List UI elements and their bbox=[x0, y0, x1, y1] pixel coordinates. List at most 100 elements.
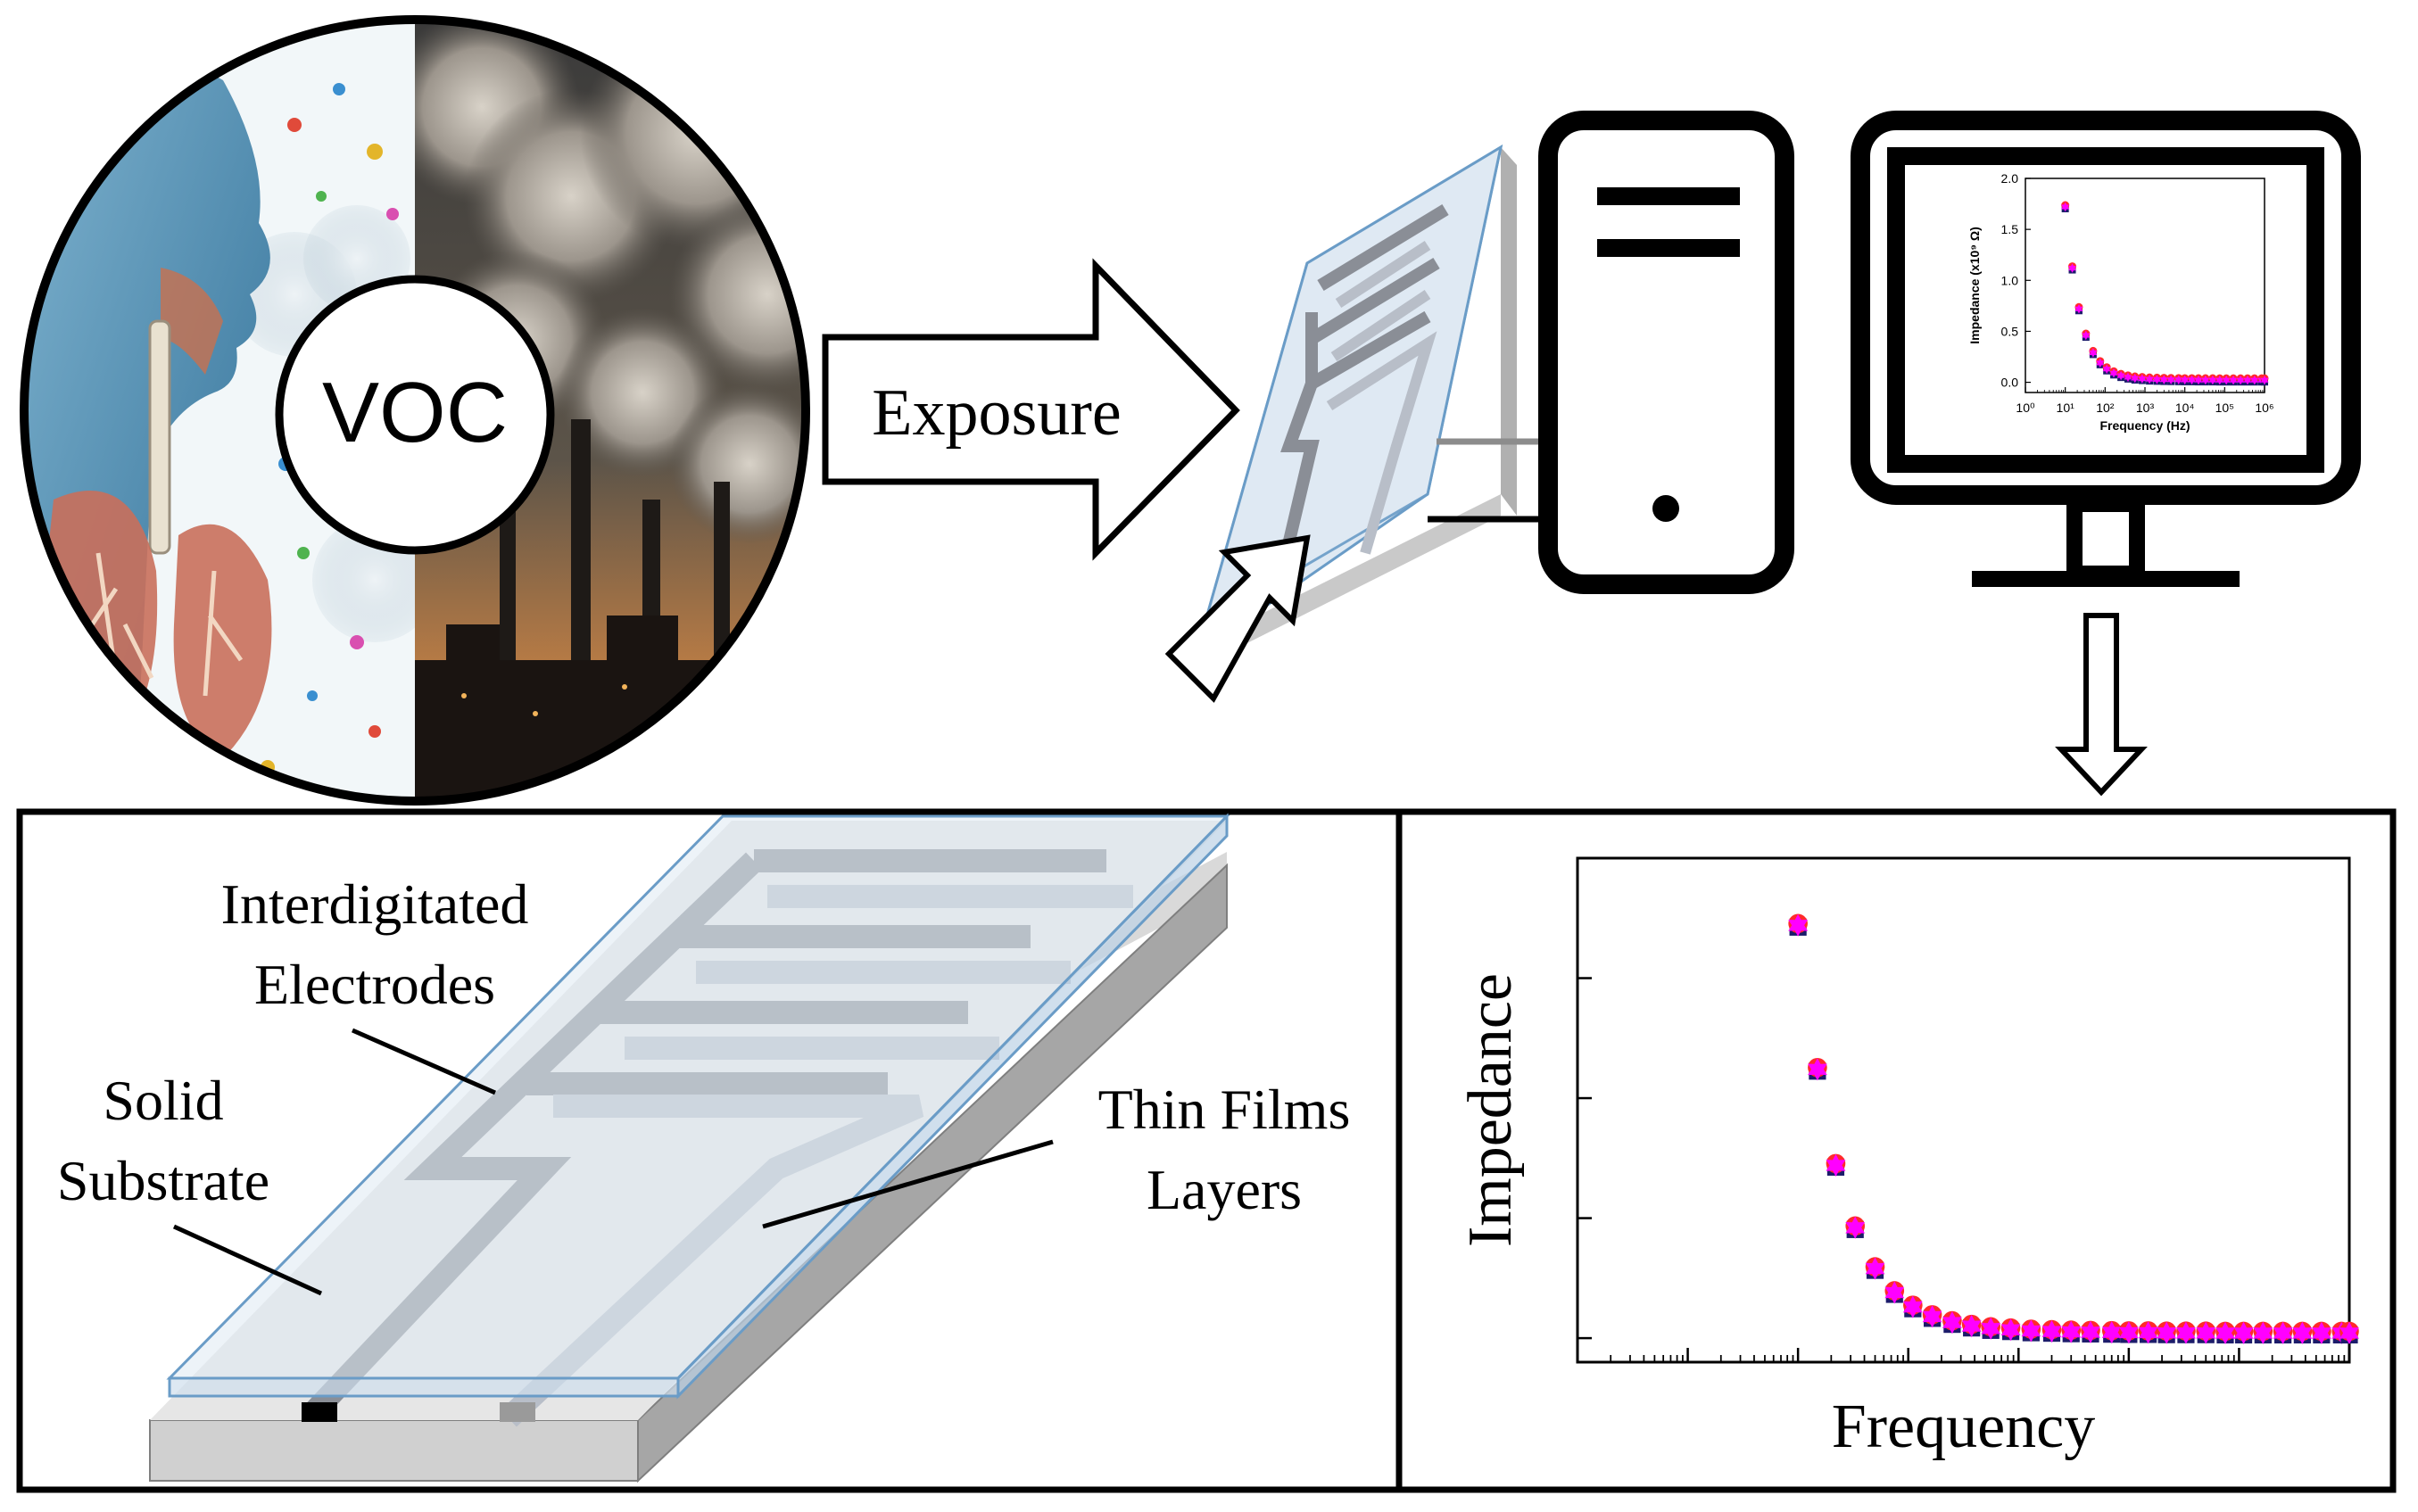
data-point bbox=[2096, 357, 2105, 368]
data-point bbox=[2196, 1321, 2216, 1344]
data-point bbox=[2145, 373, 2154, 385]
exposure-arrow: Exposure bbox=[822, 258, 1240, 561]
data-point bbox=[2101, 1320, 2122, 1344]
computer-tower-icon bbox=[1538, 111, 1794, 594]
x-tick-label: 10⁴ bbox=[2175, 401, 2195, 415]
y-tick-label: 0.0 bbox=[2001, 376, 2019, 390]
impedance-chart: Frequency Impedance bbox=[1456, 856, 2359, 1461]
y-tick-label: 0.5 bbox=[2001, 324, 2019, 338]
data-point bbox=[2131, 372, 2140, 384]
sensor-chip-large bbox=[149, 813, 1230, 1483]
data-point bbox=[2292, 1321, 2313, 1344]
data-point bbox=[2188, 374, 2197, 385]
voc-label-disc bbox=[275, 275, 555, 555]
substrate-label-line2: Substrate bbox=[57, 1149, 269, 1212]
data-point bbox=[2124, 371, 2132, 383]
data-point bbox=[2176, 1321, 2196, 1344]
sensor-chip-small bbox=[1202, 144, 1517, 660]
data-point bbox=[1788, 913, 1809, 937]
exposure-label: Exposure bbox=[872, 376, 1122, 450]
data-point bbox=[1981, 1317, 2001, 1340]
y-tick-label: 2.0 bbox=[2001, 171, 2019, 186]
data-point bbox=[2061, 1320, 2082, 1343]
electrode-contact-pad bbox=[302, 1402, 337, 1422]
y-tick-label: 1.5 bbox=[2001, 222, 2019, 236]
electrodes-pointer bbox=[351, 1028, 497, 1095]
data-point bbox=[2273, 1321, 2293, 1344]
data-point bbox=[2000, 1318, 2021, 1342]
data-point bbox=[2074, 302, 2083, 315]
electrodes-label-line1: Interdigitated bbox=[221, 872, 529, 936]
x-tick-label: 10⁶ bbox=[2255, 401, 2273, 415]
data-point bbox=[2138, 1321, 2158, 1344]
substrate-label-line1: Solid bbox=[103, 1069, 223, 1132]
electrodes-label-line2: Electrodes bbox=[254, 953, 495, 1016]
data-point bbox=[2061, 201, 2070, 212]
data-point bbox=[1845, 1216, 1866, 1239]
data-point bbox=[2118, 1321, 2139, 1344]
substrate-pointer bbox=[172, 1224, 323, 1296]
voc-label: VOC bbox=[322, 365, 508, 460]
chart-plot-area bbox=[2025, 178, 2265, 393]
x-tick-label: 10¹ bbox=[2057, 401, 2075, 415]
data-point bbox=[2181, 374, 2190, 385]
data-point bbox=[2109, 367, 2118, 379]
data-point bbox=[2152, 373, 2161, 385]
voc-source-circle: VOC bbox=[20, 15, 810, 806]
data-point bbox=[2021, 1319, 2041, 1343]
data-point bbox=[2233, 1321, 2254, 1344]
x-tick-label: 10³ bbox=[2136, 401, 2155, 415]
x-axis-label: Frequency bbox=[1832, 1392, 2095, 1461]
data-point bbox=[2215, 1321, 2235, 1344]
data-point bbox=[2157, 1321, 2177, 1344]
data-point bbox=[2201, 374, 2210, 386]
x-axis-label: Frequency (Hz) bbox=[2099, 418, 2190, 433]
data-point bbox=[1922, 1305, 1942, 1328]
data-point bbox=[1884, 1281, 1905, 1304]
data-point bbox=[1826, 1153, 1846, 1177]
x-tick-label: 10⁰ bbox=[2016, 401, 2035, 415]
electrode-contact-pad-2 bbox=[500, 1402, 535, 1422]
chart-plot-area bbox=[1576, 856, 2351, 1364]
data-point bbox=[2208, 374, 2217, 386]
data-point bbox=[2138, 373, 2147, 384]
films-pointer bbox=[762, 1139, 1054, 1229]
data-point bbox=[1942, 1310, 1962, 1334]
data-point bbox=[2236, 374, 2245, 386]
monitor-icon: 10⁰ 10¹ 10² 10³ 10⁴ 10⁵ 10⁶ 0.0 0.5 1.0 1.5 2.0Freq… bbox=[1851, 111, 2361, 587]
arrow-down-left-icon bbox=[1164, 534, 1311, 703]
y-axis-label: Impedance (x10⁹ Ω) bbox=[1967, 227, 1982, 343]
data-point bbox=[2253, 1321, 2273, 1344]
data-point bbox=[1808, 1057, 1827, 1081]
data-point bbox=[2041, 1319, 2062, 1343]
data-point bbox=[2174, 374, 2183, 385]
data-point bbox=[1961, 1314, 1982, 1338]
x-tick-label: 10⁵ bbox=[2215, 401, 2234, 415]
bottom-panel-frame bbox=[16, 808, 2397, 1493]
data-point bbox=[2222, 374, 2231, 386]
films-label-line1: Thin Films bbox=[1098, 1078, 1351, 1141]
y-axis-label: Impedance bbox=[1456, 973, 1525, 1247]
mini-impedance-chart: 10⁰ 10¹ 10² 10³ 10⁴ 10⁵ 10⁶ 0.0 0.5 1.0 1.5 2.0Freq… bbox=[1967, 171, 2274, 433]
arrow-down-icon bbox=[2055, 613, 2148, 797]
data-point bbox=[2312, 1321, 2331, 1344]
data-point bbox=[2229, 374, 2238, 386]
data-point bbox=[2250, 374, 2259, 386]
data-point bbox=[2339, 1321, 2359, 1344]
data-point bbox=[2194, 374, 2203, 386]
data-point bbox=[2166, 374, 2175, 385]
data-point bbox=[2089, 346, 2098, 359]
y-tick-label: 1.0 bbox=[2001, 273, 2019, 287]
data-point bbox=[1902, 1295, 1923, 1318]
data-point bbox=[2116, 369, 2125, 382]
films-label-line2: Layers bbox=[1147, 1158, 1302, 1221]
data-point bbox=[2082, 329, 2091, 341]
data-point bbox=[2068, 262, 2077, 274]
data-point bbox=[2081, 1320, 2100, 1343]
data-point bbox=[2215, 374, 2224, 386]
data-point bbox=[2243, 374, 2252, 386]
data-point bbox=[2260, 374, 2269, 386]
x-tick-label: 10² bbox=[2096, 401, 2115, 415]
data-point bbox=[2159, 374, 2168, 385]
